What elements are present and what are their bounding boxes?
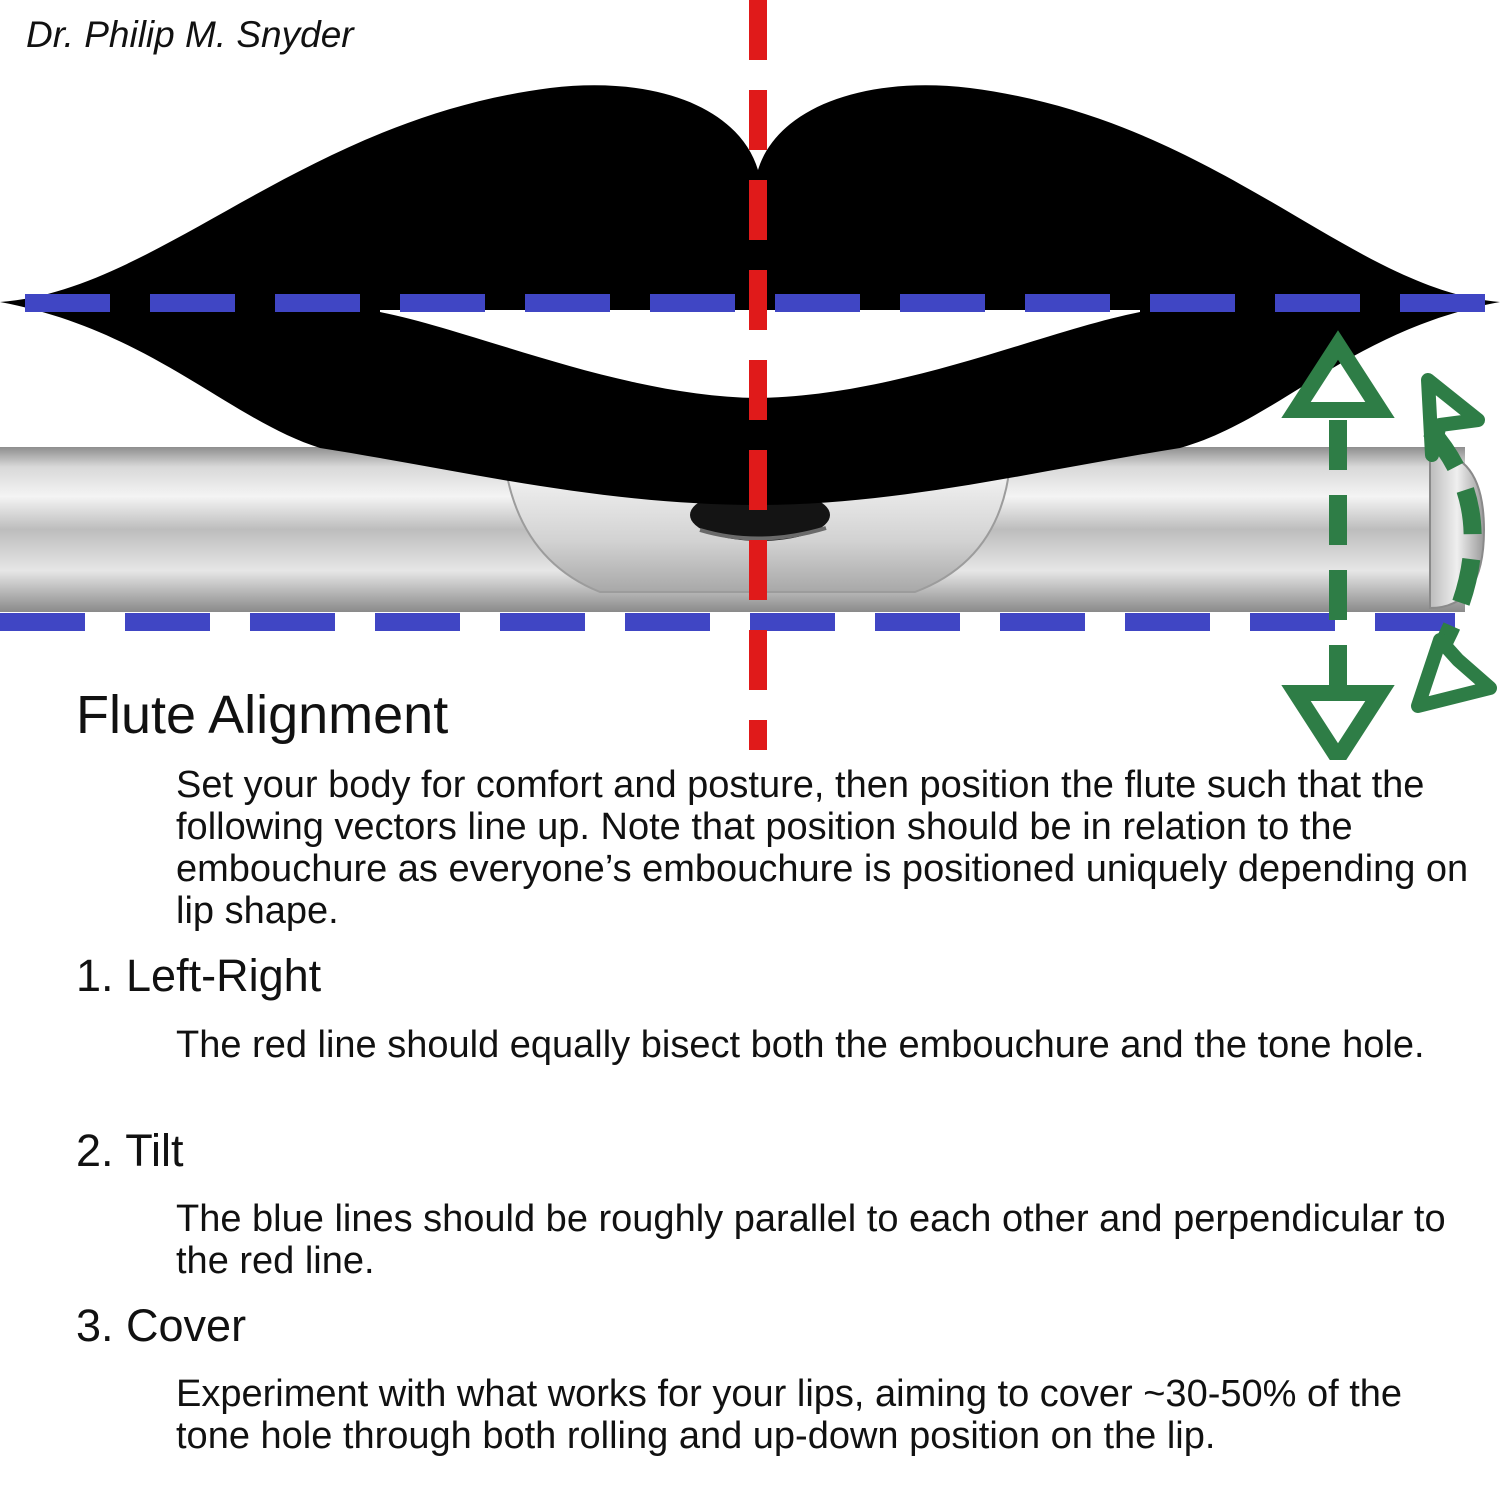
step-heading-tilt: 2. Tilt [76, 1125, 184, 1176]
step-heading-left-right: 1. Left-Right [76, 950, 322, 1001]
page-title: Flute Alignment [76, 685, 449, 745]
up-down-arrow-icon [1281, 330, 1395, 760]
step-text-tilt: The blue lines should be roughly paralle… [176, 1198, 1446, 1282]
tone-hole-highlight [699, 526, 827, 541]
intro-paragraph: Set your body for comfort and posture, t… [176, 764, 1469, 932]
alignment-diagram [0, 0, 1500, 760]
step-heading-cover: 3. Cover [76, 1300, 247, 1351]
step-text-cover: Experiment with what works for your lips… [176, 1373, 1403, 1457]
step-text-left-right: The red line should equally bisect both … [176, 1024, 1425, 1066]
author-credit: Dr. Philip M. Snyder [26, 14, 354, 55]
rolling-arrow-icon [1411, 373, 1497, 713]
